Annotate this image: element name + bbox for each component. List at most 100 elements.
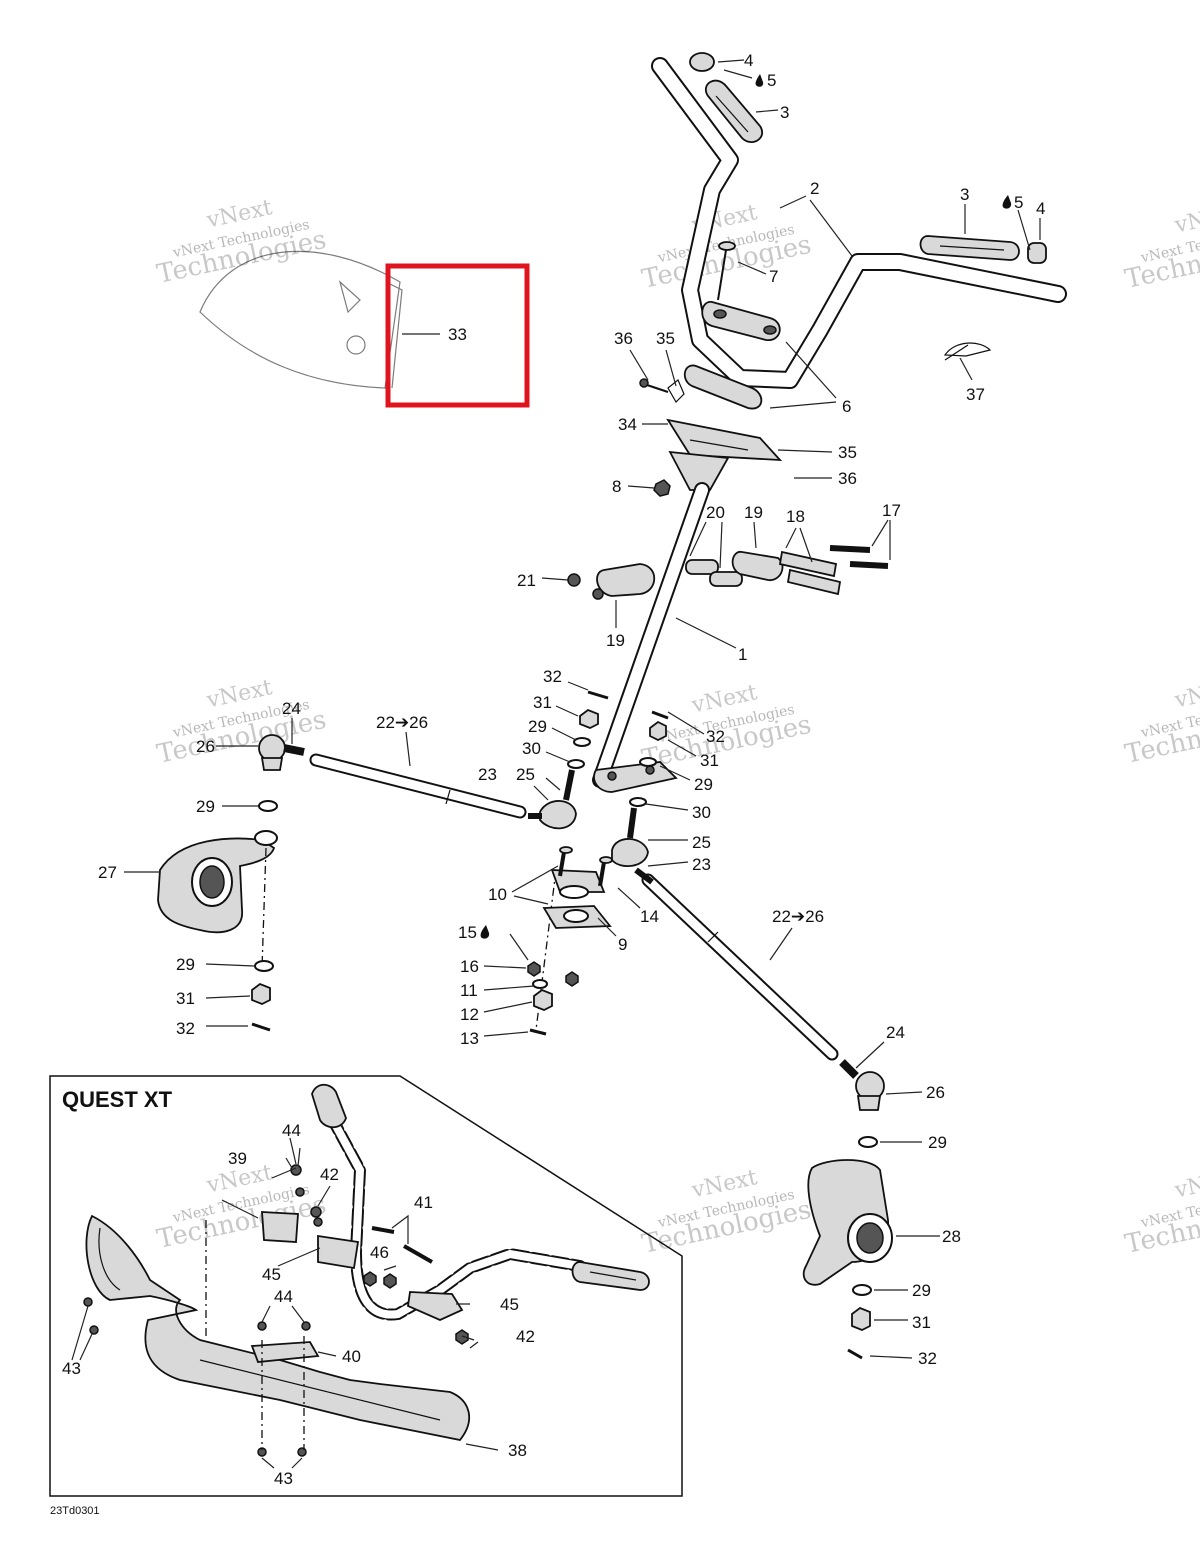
clip-35-left bbox=[667, 379, 685, 403]
tie-rod-end-left-inner bbox=[528, 769, 577, 830]
label-45: 45 bbox=[500, 1295, 519, 1314]
label-32: 32 bbox=[176, 1019, 195, 1038]
watermark-line1: vNext bbox=[1172, 1165, 1200, 1203]
label-31: 31 bbox=[700, 751, 719, 770]
right-grip bbox=[919, 235, 1020, 261]
label-39: 39 bbox=[228, 1149, 247, 1168]
label-2: 2 bbox=[810, 179, 819, 198]
column-nut-8 bbox=[653, 479, 671, 497]
clamp-bolt bbox=[717, 241, 736, 301]
label-26: 26 bbox=[196, 737, 215, 756]
inset-quest-xt: QUEST XT bbox=[49, 1075, 683, 1497]
highlight-box bbox=[385, 263, 530, 408]
label-42: 42 bbox=[516, 1327, 535, 1346]
label-17: 17 bbox=[882, 501, 901, 520]
label-27: 27 bbox=[98, 863, 117, 882]
label-12: 12 bbox=[460, 1005, 479, 1024]
label-5: 5 bbox=[1014, 193, 1023, 212]
tie-rod-right bbox=[641, 873, 839, 1061]
nut-31-right bbox=[851, 1306, 871, 1331]
links-18 bbox=[778, 550, 842, 596]
part-labels: 4 5 3 2 3 5 4 7 33 36 35 37 6 34 35 36 8… bbox=[50, 51, 1045, 1517]
label-32: 32 bbox=[706, 727, 725, 746]
washer-29-left bbox=[254, 800, 278, 972]
windshield-part bbox=[199, 250, 403, 389]
label-26: 26 bbox=[926, 1083, 945, 1102]
screw-36-left bbox=[639, 378, 669, 393]
label-34: 34 bbox=[618, 415, 637, 434]
watermark-line1: vNext bbox=[1172, 200, 1200, 238]
leader-lines bbox=[124, 59, 1041, 1359]
label-3: 3 bbox=[780, 103, 789, 122]
label-5: 5 bbox=[767, 71, 776, 90]
handlebar-clamp-lower bbox=[683, 364, 763, 410]
oil-drop-icon bbox=[755, 74, 764, 87]
pin-32-right bbox=[847, 1348, 863, 1360]
label-29: 29 bbox=[528, 717, 547, 736]
label-43: 43 bbox=[274, 1469, 293, 1488]
label-40: 40 bbox=[342, 1347, 361, 1366]
handlebar-clamp-upper bbox=[701, 301, 781, 341]
label-19: 19 bbox=[744, 503, 763, 522]
label-31: 31 bbox=[912, 1313, 931, 1332]
diagram-code: 23Td0301 bbox=[50, 1505, 100, 1517]
tie-rod-left bbox=[309, 753, 527, 819]
tie-rod-end-left-outer bbox=[258, 734, 305, 771]
bearing-assembly bbox=[542, 869, 612, 929]
label-24: 24 bbox=[282, 699, 301, 718]
label-30: 30 bbox=[522, 739, 541, 758]
label-22-26: 22➔26 bbox=[376, 713, 428, 732]
axis-line-left bbox=[261, 847, 267, 969]
label-13: 13 bbox=[460, 1029, 479, 1048]
label-38: 38 bbox=[508, 1441, 527, 1460]
washer-29-right bbox=[852, 1136, 878, 1296]
label-42: 42 bbox=[320, 1165, 339, 1184]
label-9: 9 bbox=[618, 935, 627, 954]
nut-31-left bbox=[251, 982, 271, 1005]
tie-rod-end-right-inner bbox=[611, 807, 654, 885]
oil-drop-icon bbox=[1002, 195, 1012, 209]
label-37: 37 bbox=[966, 385, 985, 404]
bolts-10 bbox=[558, 846, 613, 887]
label-3: 3 bbox=[960, 185, 969, 204]
label-1: 1 bbox=[738, 645, 747, 664]
handlebar bbox=[651, 57, 1067, 389]
label-23: 23 bbox=[478, 765, 497, 784]
label-10: 10 bbox=[488, 885, 507, 904]
label-20: 20 bbox=[706, 503, 725, 522]
label-29: 29 bbox=[694, 775, 713, 794]
label-24: 24 bbox=[886, 1023, 905, 1042]
label-22-26: 22➔26 bbox=[772, 907, 824, 926]
label-8: 8 bbox=[612, 477, 621, 496]
label-44: 44 bbox=[274, 1287, 293, 1306]
spindle-left bbox=[157, 830, 278, 934]
label-30: 30 bbox=[692, 803, 711, 822]
pin-32-left bbox=[251, 1022, 271, 1032]
oil-drop-icon bbox=[480, 925, 490, 939]
label-35: 35 bbox=[838, 443, 857, 462]
label-43: 43 bbox=[62, 1359, 81, 1378]
label-23: 23 bbox=[692, 855, 711, 874]
label-11: 11 bbox=[460, 981, 478, 1000]
label-32: 32 bbox=[918, 1349, 937, 1368]
label-33: 33 bbox=[448, 325, 467, 344]
label-46: 46 bbox=[370, 1243, 389, 1262]
label-25: 25 bbox=[516, 765, 535, 784]
label-21: 21 bbox=[517, 571, 536, 590]
label-4: 4 bbox=[744, 51, 753, 70]
small-hardware-center bbox=[527, 961, 579, 1036]
label-28: 28 bbox=[942, 1227, 961, 1246]
label-16: 16 bbox=[460, 957, 479, 976]
tie-rod-end-right-outer bbox=[839, 1059, 885, 1111]
label-6: 6 bbox=[842, 397, 851, 416]
bolts-17 bbox=[829, 545, 889, 569]
right-grip-end bbox=[1027, 242, 1047, 264]
hardware-upper-right-stack bbox=[629, 710, 669, 807]
watermark-line1: vNext bbox=[1172, 675, 1200, 713]
label-29: 29 bbox=[176, 955, 195, 974]
label-32: 32 bbox=[543, 667, 562, 686]
hardware-upper-left-stack bbox=[567, 690, 609, 769]
spindle-right bbox=[802, 1159, 893, 1286]
label-29: 29 bbox=[928, 1133, 947, 1152]
